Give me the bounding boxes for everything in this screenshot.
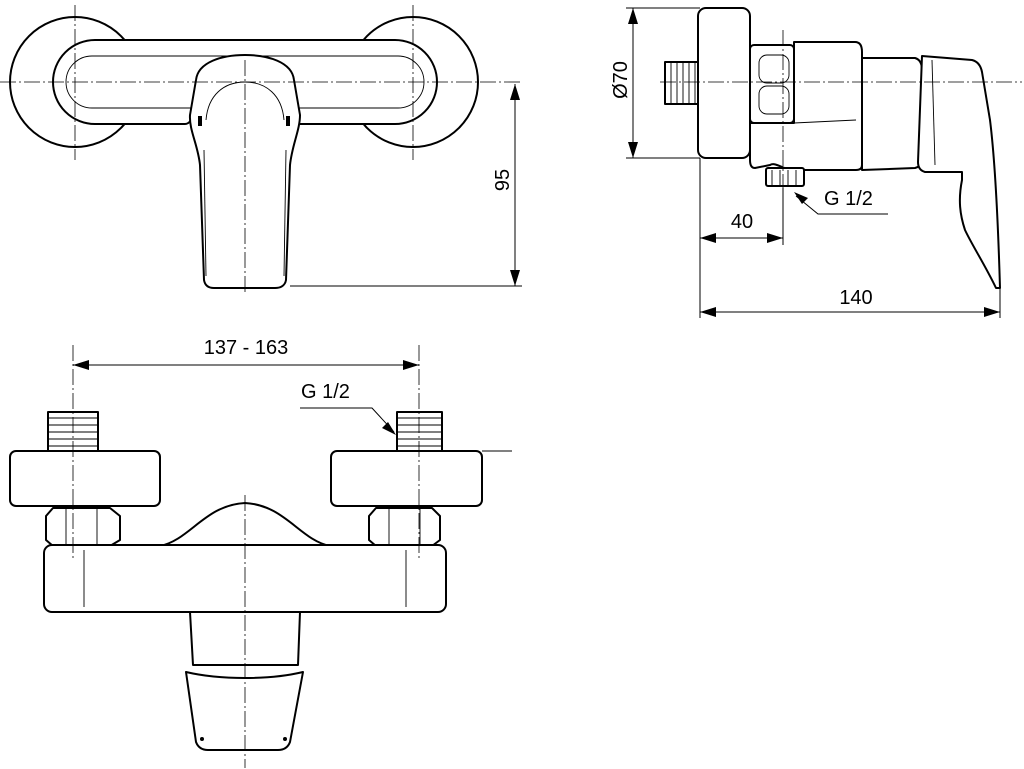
top-view: 137 - 163 G 1/2	[9, 337, 512, 768]
side-outlet	[765, 167, 805, 187]
spout-upper	[189, 611, 301, 666]
dim-diameter-label: Ø70	[610, 61, 632, 99]
dim-total-depth-label: 140	[839, 287, 872, 309]
inlet-thread-label: G 1/2	[301, 381, 350, 403]
dim-outlet-offset-label: 40	[731, 211, 753, 233]
side-collar	[861, 57, 923, 171]
left-nut	[45, 507, 121, 547]
right-rosette-top	[330, 450, 483, 507]
side-rosette	[697, 7, 751, 159]
side-body	[749, 41, 863, 171]
spout-lower	[185, 671, 304, 751]
right-nut	[368, 507, 441, 547]
dim-height-label: 95	[492, 169, 514, 191]
outlet-thread-label: G 1/2	[824, 188, 873, 210]
side-lever	[917, 55, 1001, 289]
side-view: Ø70 40 140 G 1/2	[610, 7, 1022, 318]
dim-inlet-centers-label: 137 - 163	[204, 337, 289, 359]
left-rosette-top	[9, 450, 161, 507]
front-view: 95	[0, 5, 522, 295]
